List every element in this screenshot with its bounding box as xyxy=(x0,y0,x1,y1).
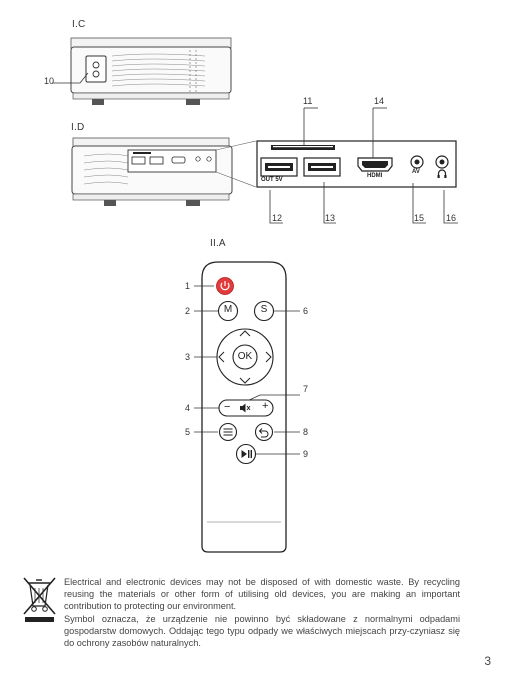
callout-remote-2: 2 xyxy=(185,306,191,316)
source-button[interactable] xyxy=(253,300,275,322)
port-label-hdmi: HDMI xyxy=(367,173,383,179)
menu-button-label: M xyxy=(223,304,233,315)
card-slot-icon xyxy=(271,145,335,150)
left-arrow-icon xyxy=(218,351,225,363)
callout-15: 15 xyxy=(414,213,425,223)
callout-remote-9: 9 xyxy=(303,449,309,459)
callout-14: 14 xyxy=(374,96,385,106)
volume-bar[interactable] xyxy=(218,399,274,417)
ok-button xyxy=(232,344,258,370)
callout-13: 13 xyxy=(325,213,336,223)
section-label-side-d: I.D xyxy=(71,122,85,133)
ok-button-label: OK xyxy=(237,351,253,362)
callout-10: 10 xyxy=(44,76,55,86)
port-label-out5v: OUT 5V xyxy=(261,177,283,183)
port-label-av: AV xyxy=(412,169,420,175)
port-panel-detail xyxy=(256,107,458,224)
weee-bin-icon xyxy=(23,577,56,622)
callout-remote-7: 7 xyxy=(303,384,309,394)
menu-button[interactable] xyxy=(217,300,239,322)
list-button[interactable] xyxy=(218,422,238,442)
projector-side-c xyxy=(52,37,232,105)
callout-remote-6: 6 xyxy=(303,306,309,316)
back-arrow-icon xyxy=(260,430,269,438)
power-icon xyxy=(220,282,230,291)
callout-16: 16 xyxy=(446,213,457,223)
weee-notice-english: Electrical and electronic devices may no… xyxy=(64,577,460,611)
play-pause-icon xyxy=(241,450,247,458)
callout-remote-1: 1 xyxy=(185,281,191,291)
page-number: 3 xyxy=(484,654,491,668)
weee-notice-polish: Symbol oznacza, że urządzenie nie powinn… xyxy=(64,614,460,648)
right-arrow-icon xyxy=(265,351,272,363)
source-button-label: S xyxy=(260,304,268,315)
callout-remote-4: 4 xyxy=(185,403,191,413)
up-arrow-icon xyxy=(239,330,251,337)
callout-remote-8: 8 xyxy=(303,427,309,437)
section-label-remote: II.A xyxy=(210,238,226,249)
headphones-icon xyxy=(437,169,447,177)
list-icon xyxy=(223,428,233,436)
mute-icon xyxy=(240,403,246,413)
back-button[interactable] xyxy=(254,422,274,442)
callout-remote-3: 3 xyxy=(185,352,191,362)
navigation-pad[interactable] xyxy=(216,328,274,386)
callout-12: 12 xyxy=(272,213,283,223)
play-pause-button[interactable] xyxy=(235,443,257,465)
callout-11: 11 xyxy=(303,96,313,106)
power-button[interactable] xyxy=(216,277,234,295)
section-label-side-c: I.C xyxy=(72,19,86,30)
volume-up-label: + xyxy=(262,400,269,412)
down-arrow-icon xyxy=(239,377,251,384)
volume-down-label: − xyxy=(224,401,231,413)
callout-remote-5: 5 xyxy=(185,427,191,437)
projector-side-d xyxy=(71,137,257,206)
